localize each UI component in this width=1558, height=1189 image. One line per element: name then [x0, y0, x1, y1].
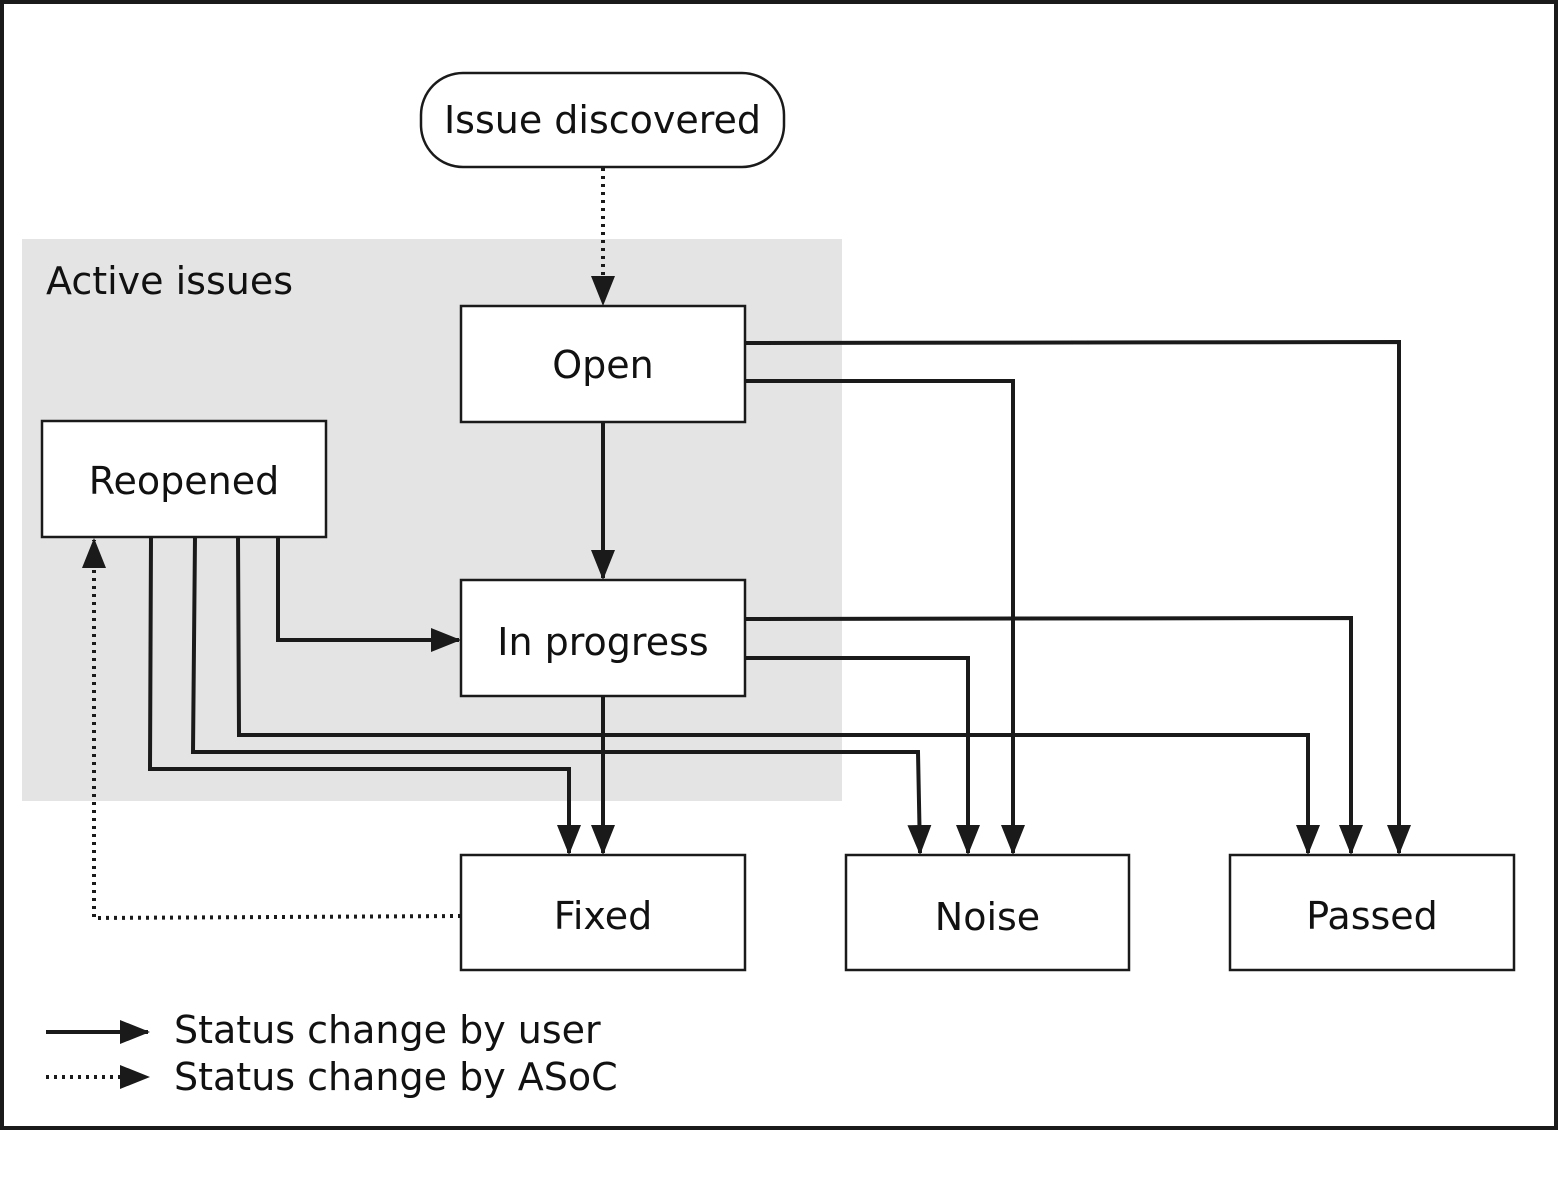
- legend-asoc-label: Status change by ASoC: [174, 1055, 618, 1099]
- edge-inprogress-passed: [744, 615, 1363, 855]
- node-in-progress-label: In progress: [497, 620, 708, 664]
- node-passed-label: Passed: [1306, 894, 1438, 938]
- active-issues-label: Active issues: [46, 259, 293, 303]
- node-in-progress: In progress: [459, 578, 747, 698]
- node-passed: Passed: [1228, 853, 1516, 972]
- edge-open-passed: [744, 339, 1411, 855]
- node-open: Open: [459, 304, 747, 424]
- legend-user-label: Status change by user: [174, 1008, 601, 1052]
- legend: Status change by user Status change by A…: [46, 1008, 618, 1099]
- edge-open-noise: [745, 379, 1025, 855]
- node-fixed: Fixed: [459, 853, 747, 972]
- node-reopened: Reopened: [40, 419, 328, 539]
- node-fixed-label: Fixed: [554, 894, 652, 938]
- edge-reopened-inprogress: [276, 537, 461, 652]
- edge-inprogress-noise: [745, 656, 980, 855]
- node-open-label: Open: [552, 343, 654, 387]
- node-noise: Noise: [844, 853, 1131, 972]
- edge-reopened-fixed: [147, 536, 581, 855]
- edge-reopened-passed: [236, 536, 1320, 855]
- edge-fixed-reopened: [82, 538, 462, 921]
- node-noise-label: Noise: [935, 895, 1040, 939]
- node-issue-discovered-label: Issue discovered: [444, 98, 761, 142]
- edge-reopened-noise: [190, 536, 932, 855]
- node-issue-discovered: Issue discovered: [419, 71, 786, 169]
- node-reopened-label: Reopened: [89, 459, 279, 503]
